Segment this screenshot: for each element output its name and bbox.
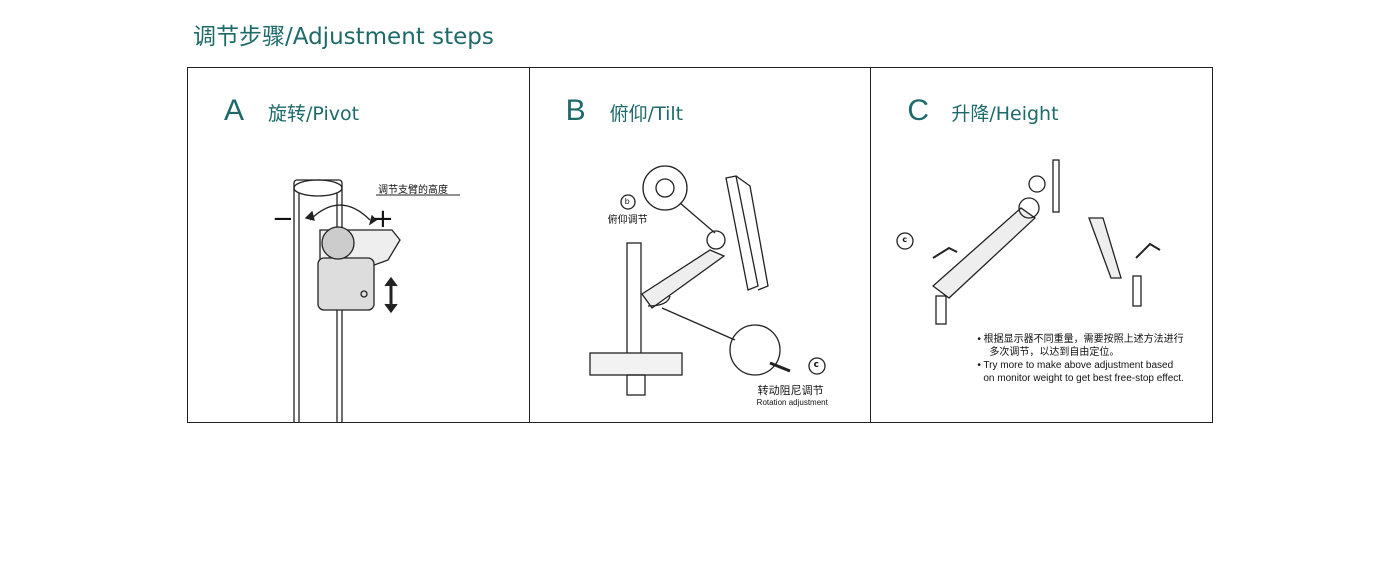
callout-rotation-en: Rotation adjustment [756,398,828,407]
callout-tilt: 俯仰调节 [607,215,648,226]
step-title: 俯仰/Tilt [609,103,684,125]
minus-sign: − [272,204,294,234]
step-title: 升降/Height [951,103,1059,125]
note-line-cn-2: 多次调节，以达到自由定位。 [989,347,1120,358]
note-line-en-2: on monitor weight to get best free-stop … [983,373,1184,384]
step-letter: A [224,94,245,127]
panel-pivot: A 旋转/Pivot 调节支臂的高度 − + [188,68,530,422]
steps-frame: A 旋转/Pivot 调节支臂的高度 − + B 俯仰/Tilt [187,67,1213,423]
step-title: 旋转/Pivot [268,103,360,125]
pivot-illustration [293,179,460,422]
tilt-illustration [589,165,826,396]
adjustment-note: • 根据显示器不同重量，需要按照上述方法进行 多次调节，以达到自由定位。 • T… [977,333,1183,385]
callout-b-marker: b [624,197,630,206]
step-letter: B [565,94,586,127]
panel-tilt: B 俯仰/Tilt b 俯仰调节 c 转动阻尼调节 Rotation adjus… [530,68,872,422]
page-title: 调节步骤/Adjustment steps [193,24,494,50]
plus-sign: + [372,204,394,234]
callout-rotation: 转动阻尼调节 [757,384,824,397]
note-line-en-1: • Try more to make above adjustment base… [977,360,1174,371]
callout-arm-height: 调节支臂的高度 [378,185,448,196]
callout-c-marker: c [813,360,820,370]
callout-c-marker: c [902,235,908,244]
height-illustration [896,159,1161,325]
panel-height: C 升降/Height c • 根据显示器不同重量，需要按照上述方法进行 多次调… [871,68,1212,422]
note-line-cn-1: • 根据显示器不同重量，需要按照上述方法进行 [977,334,1184,345]
step-letter: C [907,94,930,127]
